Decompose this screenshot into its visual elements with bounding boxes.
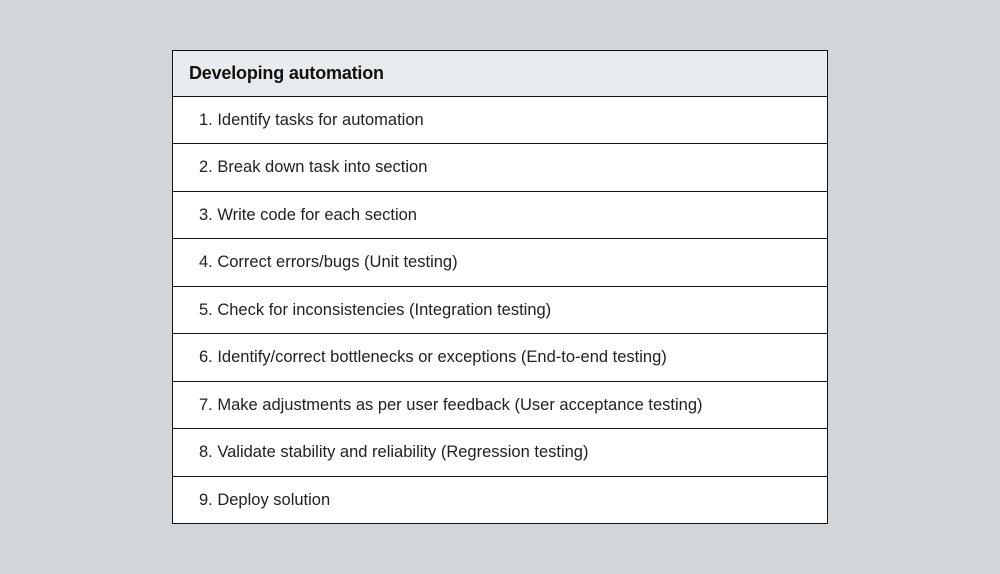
table-row-step-2: 2. Break down task into section bbox=[173, 143, 827, 191]
table-row-step-1: 1. Identify tasks for automation bbox=[173, 96, 827, 144]
developing-automation-table: Developing automation 1. Identify tasks … bbox=[172, 49, 828, 525]
table-row-step-8: 8. Validate stability and reliability (R… bbox=[173, 428, 827, 476]
table-title: Developing automation bbox=[173, 50, 827, 97]
table-row-step-6: 6. Identify/correct bottlenecks or excep… bbox=[173, 333, 827, 381]
table-row-step-7: 7. Make adjustments as per user feedback… bbox=[173, 380, 827, 429]
table-row-step-5: 5. Check for inconsistencies (Integratio… bbox=[173, 285, 827, 334]
table-row-step-4: 4. Correct errors/bugs (Unit testing) bbox=[173, 238, 827, 286]
table-row-step-3: 3. Write code for each section bbox=[173, 190, 827, 239]
table-row-step-9: 9. Deploy solution bbox=[173, 475, 827, 524]
